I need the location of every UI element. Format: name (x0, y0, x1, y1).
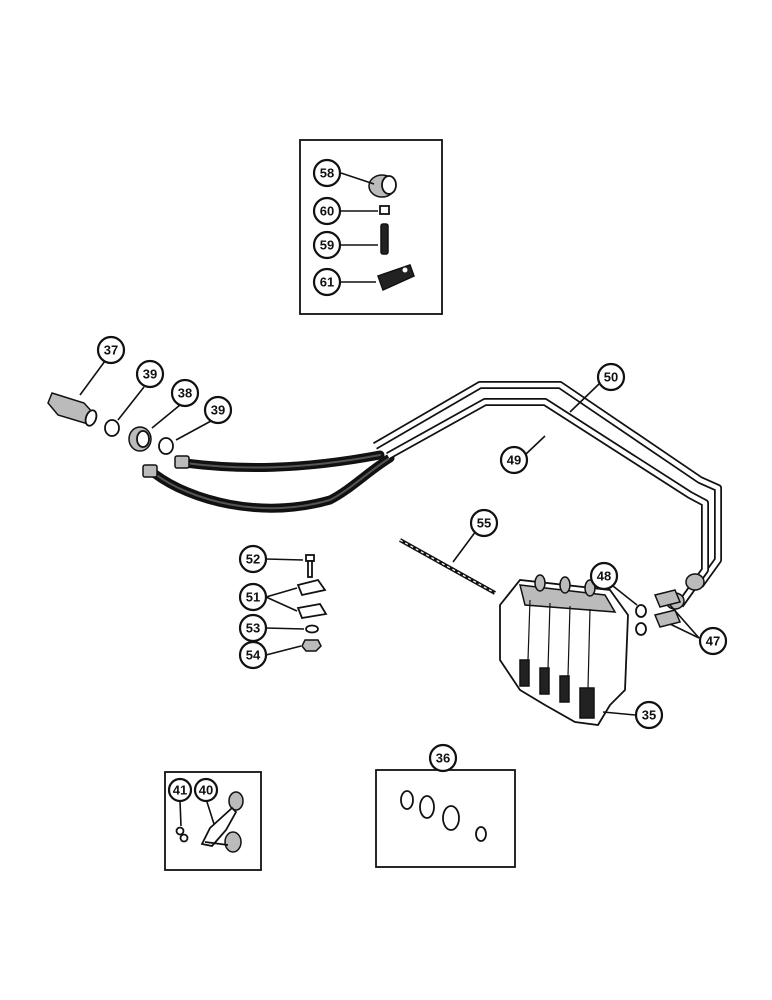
part-52-bolt (305, 554, 315, 578)
part-53-washer (305, 624, 319, 634)
part-59-pin (380, 223, 389, 255)
inset-linkage-parts: 41 40 (164, 771, 262, 871)
callout-51: 51 (238, 582, 268, 612)
fittings-48-47: 48 47 (589, 561, 728, 656)
callout-36: 36 (428, 743, 458, 773)
part-51-clamp-lower (296, 603, 328, 620)
part-60-nut (379, 205, 390, 215)
svg-text:39: 39 (143, 367, 157, 382)
inset-seal-kit: 36 (375, 743, 516, 868)
svg-text:41: 41 (173, 783, 187, 798)
part-54-nut (301, 639, 322, 652)
hose-fitting-lower (142, 464, 158, 478)
part-47-fitting-a (653, 589, 682, 608)
callout-61: 61 (312, 267, 342, 297)
svg-text:52: 52 (246, 552, 260, 567)
inset-frame-2 (164, 771, 262, 871)
part-58-knob (368, 174, 397, 198)
part-39-oring-a (104, 419, 120, 437)
part-36-seals (400, 790, 487, 842)
svg-text:47: 47 (706, 634, 720, 649)
callout-38: 38 (170, 378, 200, 408)
svg-text:58: 58 (320, 166, 334, 181)
svg-text:36: 36 (436, 751, 450, 766)
callout-58: 58 (312, 158, 342, 188)
part-48-oring-b (635, 622, 647, 636)
callout-59: 59 (312, 230, 342, 260)
coupler-parts: 37 39 38 39 (47, 335, 233, 455)
hose-fitting-upper (174, 455, 190, 469)
callout-37: 37 (96, 335, 126, 365)
callout-40: 40 (193, 777, 219, 803)
callout-35: 35 (634, 700, 664, 730)
inset-frame (299, 139, 443, 315)
part-48-oring-a (635, 604, 647, 618)
tube-49 (386, 398, 709, 608)
callout-55: 55 (469, 508, 499, 538)
part-37-coupler (47, 392, 98, 427)
hose-and-tube-assembly: 50 49 (142, 362, 722, 610)
bracket-hardware: 52 51 53 54 (238, 544, 328, 670)
callout-60: 60 (312, 196, 342, 226)
part-35-control-valve: 35 (499, 574, 664, 730)
callout-48: 48 (589, 561, 619, 591)
part-51-clamp-upper (296, 578, 327, 597)
svg-text:49: 49 (507, 453, 521, 468)
callout-50: 50 (596, 362, 626, 392)
part-47-fitting-b (653, 609, 682, 628)
svg-text:37: 37 (104, 343, 118, 358)
svg-text:39: 39 (211, 403, 225, 418)
callout-49: 49 (499, 445, 529, 475)
callout-52: 52 (238, 544, 268, 574)
svg-text:54: 54 (246, 648, 261, 663)
svg-text:60: 60 (320, 204, 334, 219)
part-38-nut (128, 426, 152, 452)
svg-text:38: 38 (178, 386, 192, 401)
callout-41: 41 (167, 777, 193, 803)
svg-text:61: 61 (320, 275, 334, 290)
svg-text:35: 35 (642, 708, 656, 723)
callout-47: 47 (698, 626, 728, 656)
svg-text:50: 50 (604, 370, 618, 385)
part-40-linkage (200, 791, 244, 853)
tube-nut-50 (685, 573, 705, 591)
callout-39-a: 39 (135, 359, 165, 389)
svg-text:59: 59 (320, 238, 334, 253)
svg-text:48: 48 (597, 569, 611, 584)
part-41-nuts (175, 826, 189, 843)
inset-lever-parts: 58 60 59 61 (299, 139, 443, 315)
svg-text:40: 40 (199, 783, 213, 798)
part-55-rod: 55 (399, 508, 499, 595)
svg-text:51: 51 (246, 590, 260, 605)
svg-text:55: 55 (477, 516, 491, 531)
svg-text:53: 53 (246, 621, 260, 636)
callout-53: 53 (238, 613, 268, 643)
callout-39-b: 39 (203, 395, 233, 425)
part-39-oring-b (158, 437, 174, 455)
part-61-lever (377, 264, 415, 292)
callout-54: 54 (238, 640, 268, 670)
